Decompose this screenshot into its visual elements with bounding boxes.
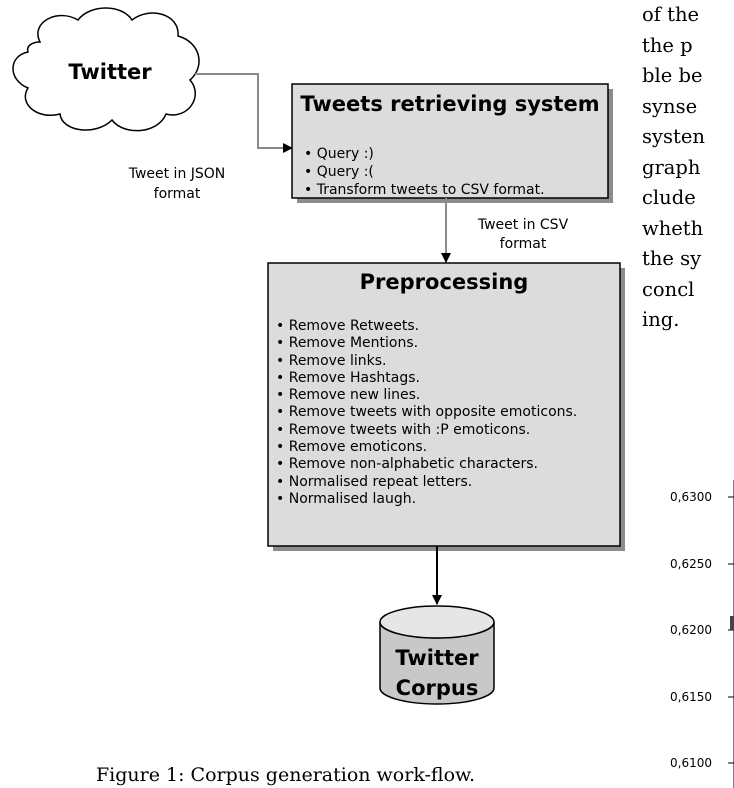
corpus-label-line: Corpus: [395, 676, 479, 700]
json-format-label: Tweet in JSON format: [112, 164, 242, 204]
body-text-line: concl: [642, 277, 695, 301]
corpus-cylinder-top: [379, 605, 495, 639]
corpus-label: Twitter Corpus: [380, 643, 494, 703]
preprocessing-box-title: Preprocessing: [359, 270, 529, 294]
list-item: Normalised laugh.: [276, 491, 577, 508]
retrieving-box-title: Tweets retrieving system: [300, 92, 600, 116]
list-item: Query :(: [304, 163, 545, 181]
body-text-line: graph: [642, 155, 701, 179]
body-text-line: ing.: [642, 308, 680, 331]
list-item: Normalised repeat letters.: [276, 474, 577, 491]
list-item: Remove emoticons.: [276, 439, 577, 456]
chart-tick-label: 0,6100: [670, 756, 712, 770]
list-item: Remove tweets with opposite emoticons.: [276, 404, 578, 421]
cloud-label: Twitter: [68, 60, 152, 84]
body-text-line: synse: [642, 94, 698, 118]
json-format-label-line: format: [153, 186, 201, 202]
chart-tick-label: 0,6200: [670, 623, 712, 637]
list-item: Query :): [304, 145, 545, 163]
chart-tick-label: 0,6250: [670, 557, 712, 571]
csv-format-label-line: Tweet in CSV: [477, 217, 569, 233]
csv-format-label-line: format: [499, 236, 547, 252]
json-flow-arrow: [195, 73, 293, 153]
body-text-column: of the the p ble be synse systen graph c…: [642, 0, 734, 336]
body-text-line: ble be: [642, 64, 703, 87]
chart-tick-label: 0,6150: [670, 690, 712, 704]
retrieving-box-list: Query :) Query :( Transform tweets to CS…: [304, 145, 545, 199]
list-item: Remove links.: [276, 353, 577, 370]
twitter-cloud-shape: [12, 7, 200, 132]
body-text-line: the p: [642, 33, 693, 57]
chart-data-marker: [730, 616, 734, 630]
chart-tick-label: 0,6300: [670, 490, 712, 504]
figure-caption: Figure 1: Corpus generation work-flow.: [96, 764, 476, 786]
body-text-line: clude: [642, 186, 696, 209]
preprocessing-box-list: Remove Retweets. Remove Mentions. Remove…: [276, 318, 578, 508]
csv-format-label: Tweet in CSV format: [458, 216, 588, 254]
body-text-line: wheth: [642, 216, 704, 240]
list-item: Remove new lines.: [276, 387, 577, 404]
list-item: Transform tweets to CSV format.: [304, 181, 545, 199]
body-text-line: the sy: [642, 247, 702, 270]
body-text-line: of the: [642, 3, 700, 26]
body-text-line: systen: [642, 125, 705, 148]
list-item: Remove Hashtags.: [276, 370, 577, 387]
list-item: Remove Retweets.: [276, 318, 577, 335]
json-format-label-line: Tweet in JSON: [128, 166, 226, 182]
list-item: Remove tweets with :P emoticons.: [276, 422, 577, 439]
corpus-label-line: Twitter: [395, 646, 479, 670]
list-item: Remove Mentions.: [276, 335, 577, 352]
list-item: Remove non-alphabetic characters.: [276, 456, 577, 473]
